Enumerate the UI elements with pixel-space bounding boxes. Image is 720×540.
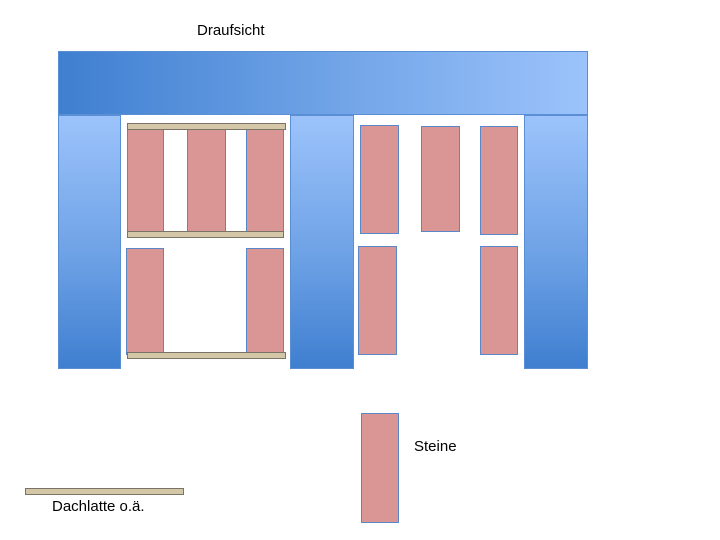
legend-lath-label: Dachlatte o.ä. xyxy=(52,498,145,515)
lath xyxy=(127,231,284,238)
stone xyxy=(480,126,518,235)
legend-stone-label: Steine xyxy=(414,438,457,455)
stone xyxy=(187,128,226,234)
top-beam xyxy=(58,51,588,115)
stone xyxy=(421,126,460,232)
legend-stone-swatch xyxy=(361,413,399,523)
stone xyxy=(127,128,164,234)
stone xyxy=(246,248,284,355)
legend-lath-swatch xyxy=(25,488,184,495)
stone xyxy=(480,246,518,355)
lath xyxy=(127,352,286,359)
stone xyxy=(358,246,397,355)
stone xyxy=(126,248,164,355)
diagram-title: Draufsicht xyxy=(197,22,265,39)
lath xyxy=(127,123,286,130)
stone xyxy=(246,128,284,234)
stone xyxy=(360,125,399,234)
post-right xyxy=(524,115,588,369)
post-middle xyxy=(290,115,354,369)
post-left xyxy=(58,115,121,369)
